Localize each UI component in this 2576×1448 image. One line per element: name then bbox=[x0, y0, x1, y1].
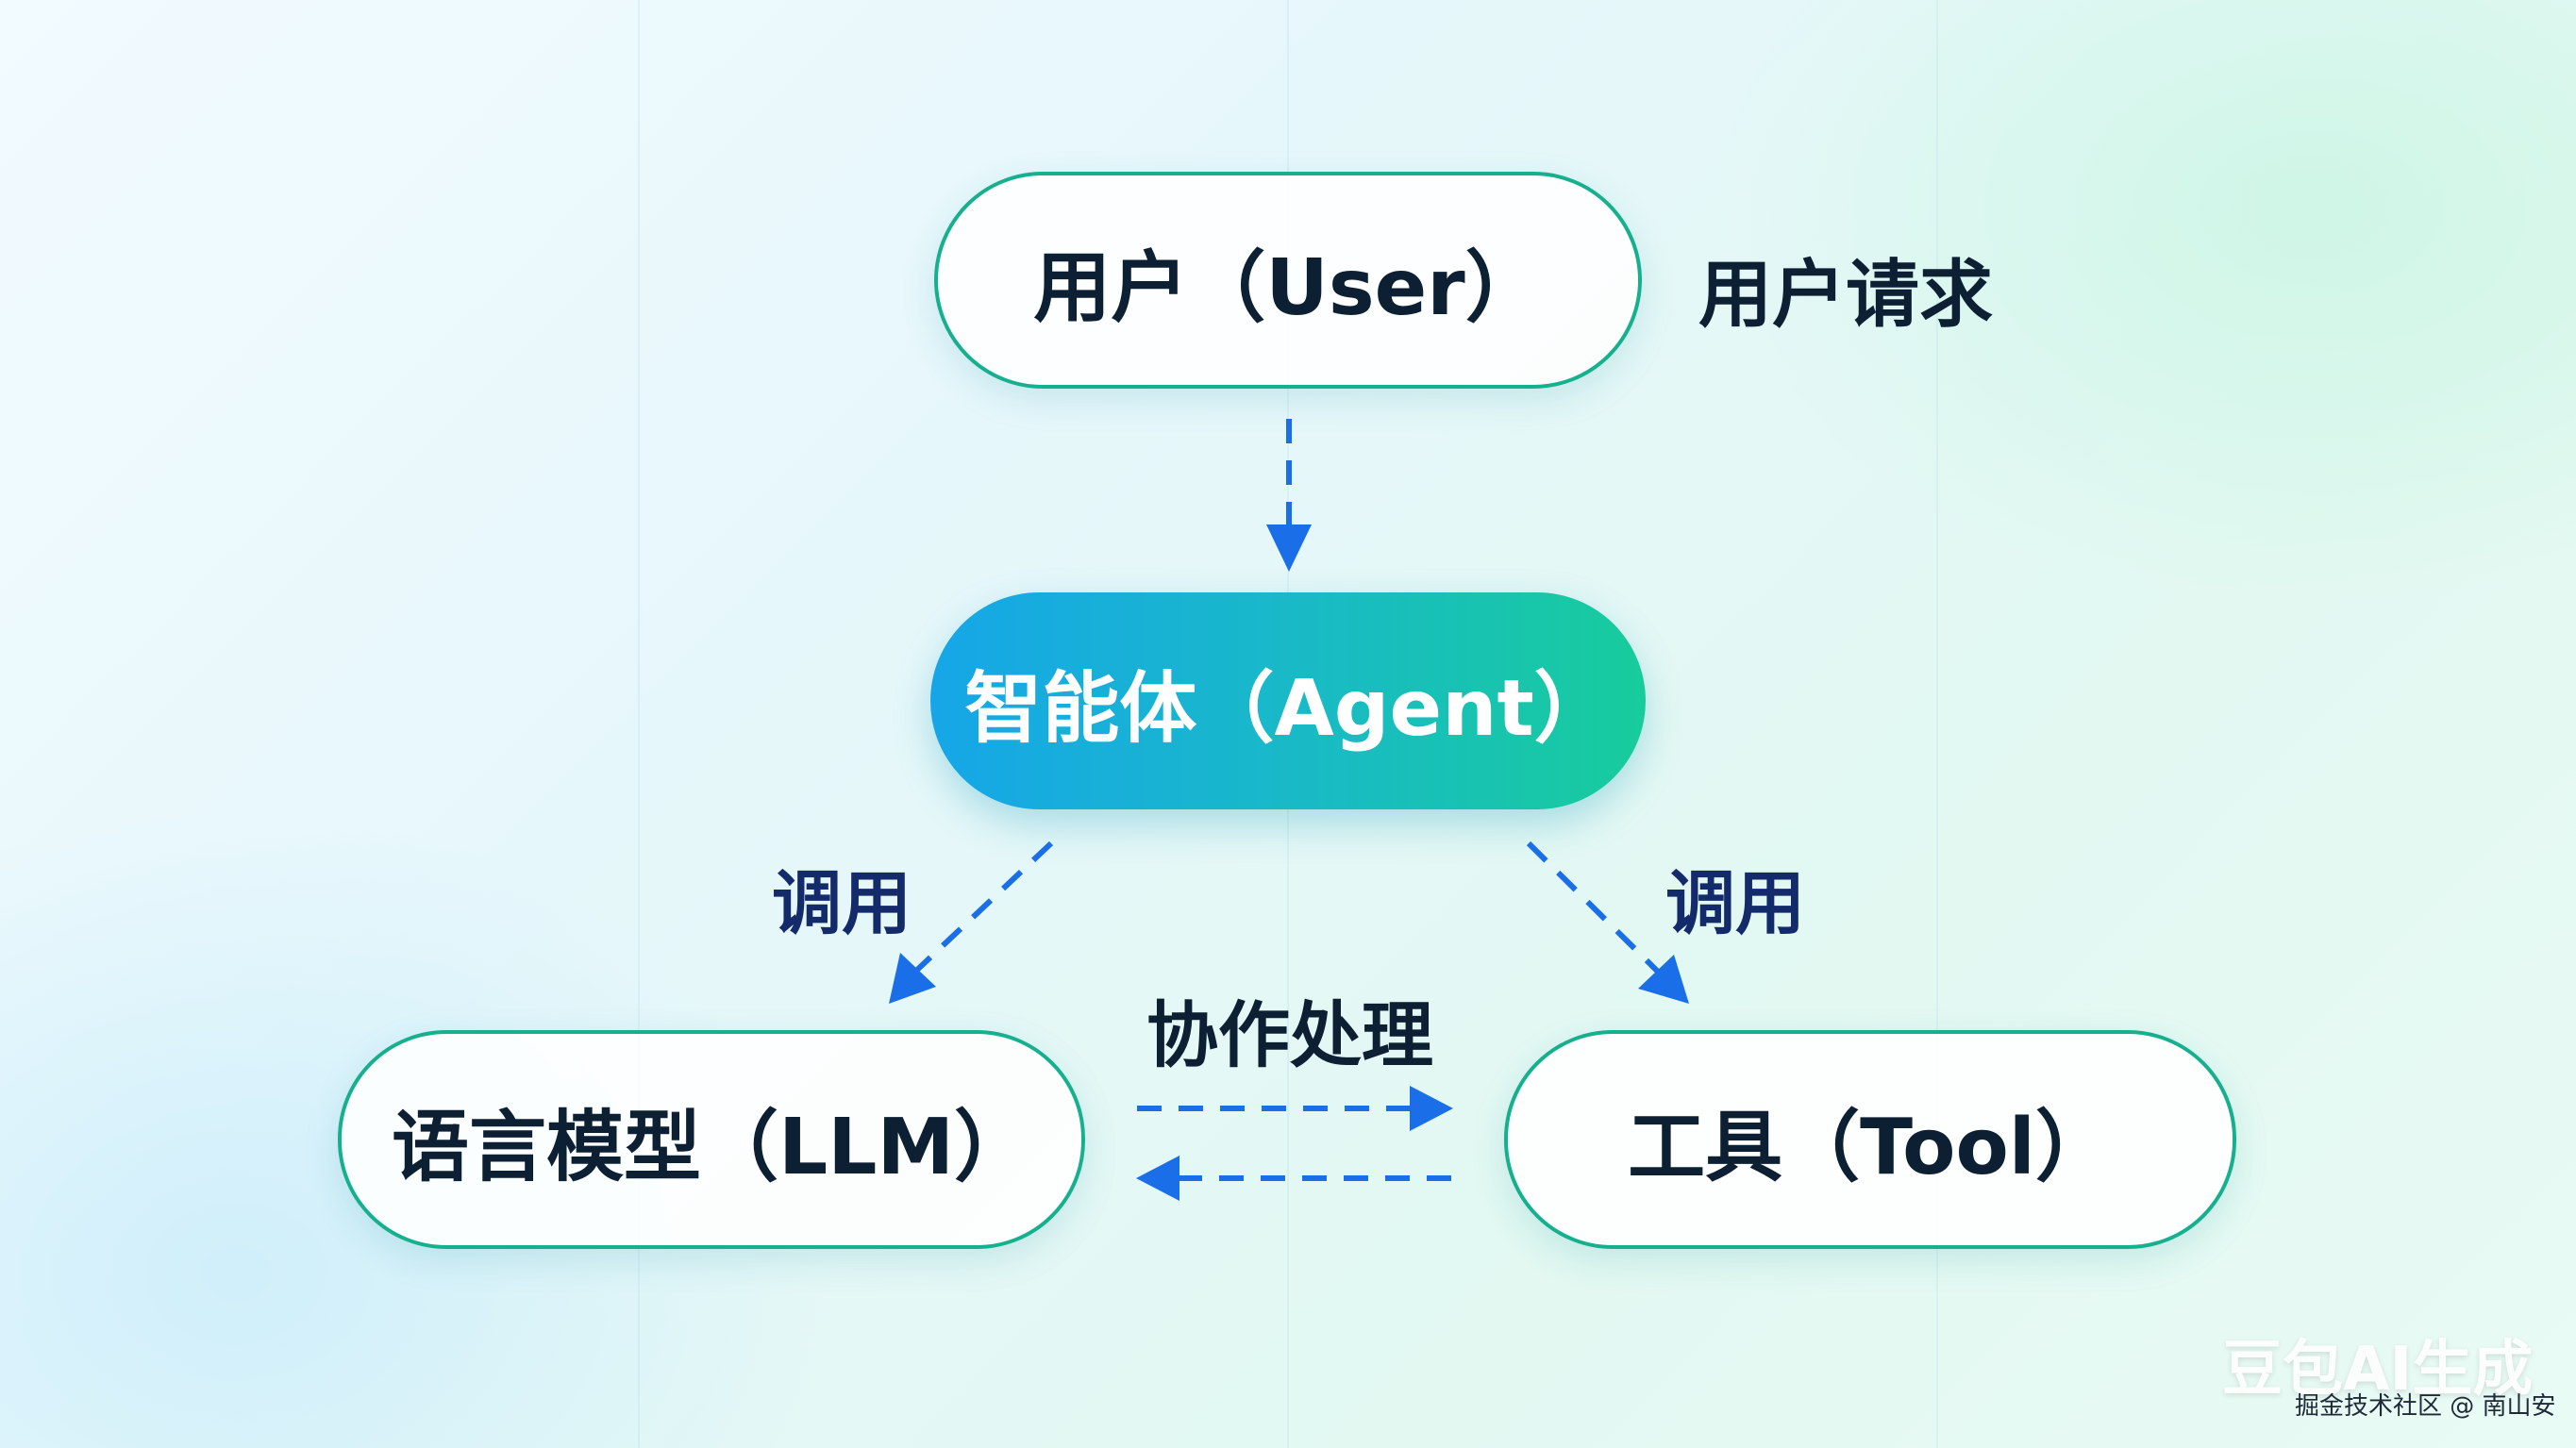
agent-node-label: 智能体（Agent） bbox=[964, 663, 1612, 754]
collaborate-label: 协作处理 bbox=[1146, 993, 1433, 1077]
tool-node-label: 工具（Tool） bbox=[1628, 1102, 2113, 1192]
watermark-credit: 掘金技术社区 @ 南山安 bbox=[2295, 1392, 2556, 1421]
call-label-right: 调用 bbox=[1665, 863, 1805, 944]
watermark-brand: 豆包AI生成 bbox=[2222, 1335, 2534, 1405]
arrow-agent-to-tool-line bbox=[1526, 841, 1661, 974]
arrow-agent-to-llm-head bbox=[889, 953, 936, 1004]
arrow-agent-to-tool-head bbox=[1638, 955, 1689, 1004]
llm-node: 语言模型（LLM） bbox=[338, 1030, 1085, 1249]
call-label-left: 调用 bbox=[772, 863, 912, 944]
agent-node: 智能体（Agent） bbox=[930, 592, 1646, 809]
arrow-tool-to-llm-head bbox=[1136, 1156, 1179, 1201]
user-node-label: 用户（User） bbox=[1033, 242, 1543, 333]
llm-node-label: 语言模型（LLM） bbox=[391, 1102, 1032, 1192]
arrow-agent-to-llm-line bbox=[912, 841, 1054, 974]
arrow-user-to-agent-head bbox=[1266, 524, 1312, 572]
user-request-label: 用户请求 bbox=[1698, 253, 1994, 338]
tool-node: 工具（Tool） bbox=[1504, 1030, 2236, 1249]
background-gridline bbox=[638, 0, 640, 1448]
background-gridline bbox=[1936, 0, 1938, 1448]
user-node: 用户（User） bbox=[934, 172, 1642, 389]
arrow-llm-to-tool-head bbox=[1410, 1086, 1453, 1131]
